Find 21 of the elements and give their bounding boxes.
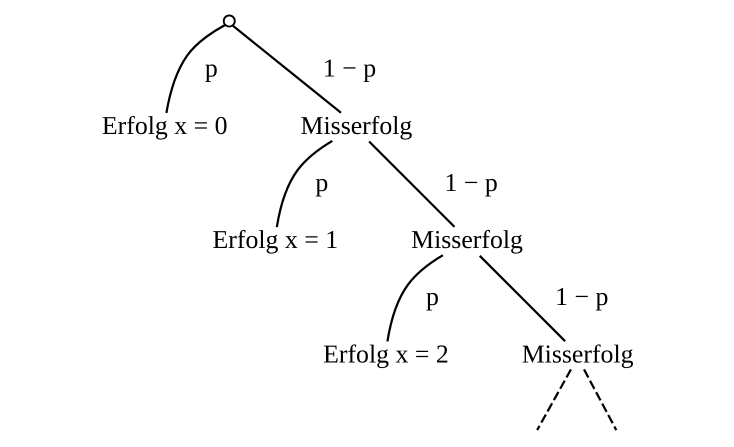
edge-label: 1 − p	[444, 168, 498, 197]
connector	[536, 368, 572, 431]
node-text: Misserfolg	[300, 110, 412, 140]
connector	[275, 140, 332, 228]
node-text: Erfolg x = 1	[212, 225, 338, 254]
connector	[164, 24, 226, 114]
connector	[368, 140, 455, 228]
connector	[386, 254, 443, 342]
edge-label: 1 − p	[554, 282, 608, 312]
node-text: Misserfolg	[410, 225, 522, 254]
node-text: Misserfolg	[521, 339, 634, 368]
connector	[232, 24, 342, 114]
node-text: Erfolg x = 0	[101, 110, 228, 140]
node-text: Erfolg x = 2	[322, 339, 448, 368]
edge-label: p	[314, 168, 328, 197]
connector	[478, 255, 566, 342]
connector	[582, 368, 617, 431]
edge-label: 1 − p	[322, 54, 376, 83]
edge-label: p	[426, 282, 438, 312]
edge-label: p	[204, 54, 218, 83]
node-circle	[222, 14, 236, 28]
